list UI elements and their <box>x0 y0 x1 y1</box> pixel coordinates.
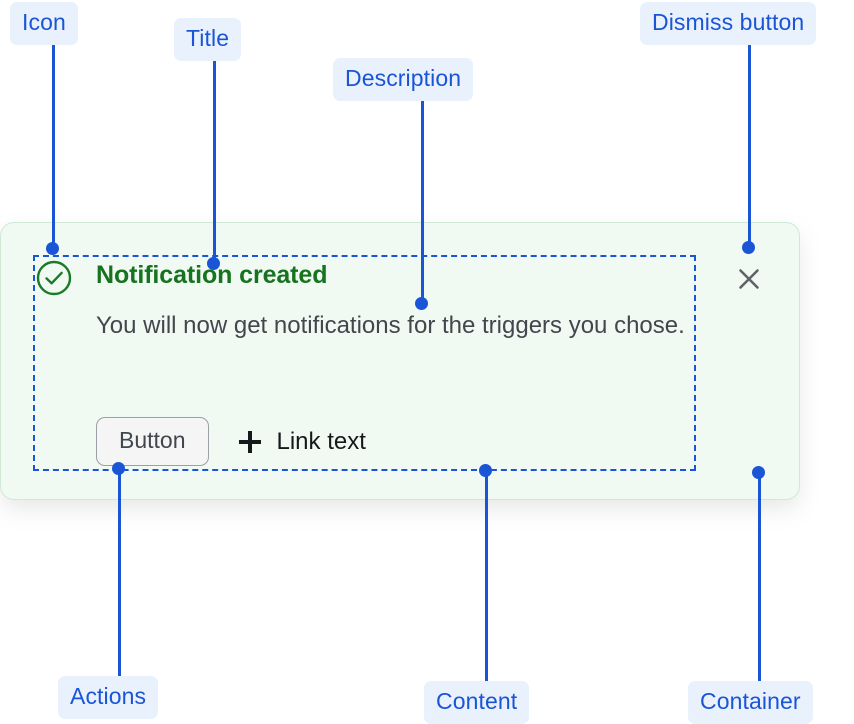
annotation-leader-line <box>421 98 424 303</box>
annotation-leader-line <box>485 470 488 681</box>
close-icon <box>739 269 759 289</box>
annotation-label-actions: Actions <box>58 676 159 719</box>
annotation-leader-line <box>213 58 216 263</box>
annotation-label-icon: Icon <box>10 2 78 45</box>
annotation-label-container: Container <box>688 681 813 724</box>
plus-icon <box>238 430 261 453</box>
annotation-leader-line <box>118 468 121 676</box>
annotation-label-dismiss-button: Dismiss button <box>640 2 817 45</box>
annotation-leader-line <box>748 42 751 247</box>
annotation-leader-dot <box>207 257 220 270</box>
check-circle-icon <box>35 259 73 297</box>
action-button[interactable]: Button <box>96 417 209 466</box>
annotation-leader-dot <box>415 297 428 310</box>
action-link[interactable]: Link text <box>238 427 366 455</box>
annotation-leader-line <box>758 472 761 681</box>
notification-description: You will now get notifications for the t… <box>96 312 685 339</box>
annotation-label-title: Title <box>174 18 242 61</box>
annotation-label-content: Content <box>424 681 530 724</box>
annotation-leader-dot <box>752 466 765 479</box>
notification-actions: Button Link text <box>96 417 366 466</box>
annotation-leader-dot <box>742 241 755 254</box>
dismiss-button[interactable] <box>734 264 764 294</box>
action-link-label: Link text <box>276 427 366 455</box>
annotation-leader-line <box>52 42 55 248</box>
annotation-leader-dot <box>46 242 59 255</box>
annotation-label-description: Description <box>333 58 474 101</box>
annotation-leader-dot <box>112 462 125 475</box>
annotation-leader-dot <box>479 464 492 477</box>
